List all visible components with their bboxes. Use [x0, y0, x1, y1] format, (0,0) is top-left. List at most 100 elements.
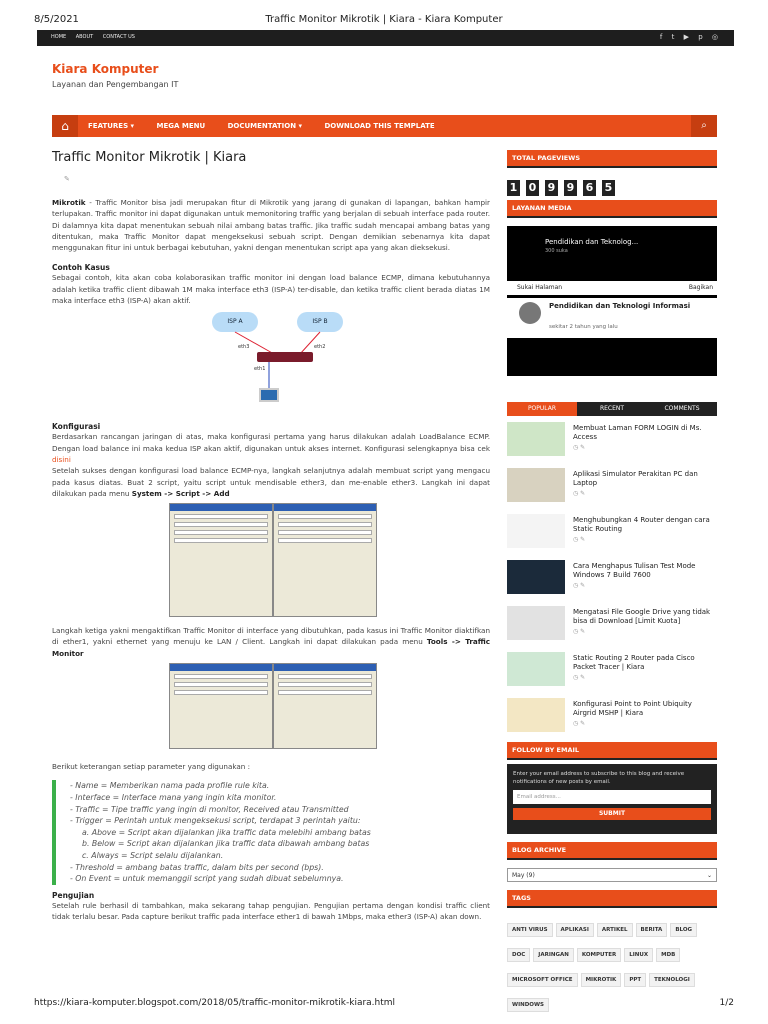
twitter-icon[interactable]: t [671, 33, 675, 41]
clock-icon: ◷ ✎ [573, 582, 586, 589]
post-thumbnail[interactable] [507, 560, 565, 594]
tag[interactable]: DOC [507, 948, 531, 962]
tab-recent[interactable]: RECENT [577, 402, 647, 416]
tag[interactable]: WINDOWS [507, 998, 549, 1012]
comment-icon[interactable]: ✎ [64, 175, 70, 183]
tag[interactable]: JARINGAN [533, 948, 574, 962]
site-tagline: Layanan dan Pengembangan IT [52, 80, 179, 89]
isp-b-cloud: ISP B [297, 312, 343, 333]
tab-popular[interactable]: POPULAR [507, 402, 577, 416]
post-thumbnail[interactable] [507, 422, 565, 456]
isp-a-cloud: ISP A [212, 312, 258, 333]
popular-post[interactable]: Menghubungkan 4 Router dengan cara Stati… [507, 514, 717, 554]
like-page-button[interactable]: Sukai Halaman [517, 284, 563, 291]
popular-post[interactable]: Konfigurasi Point to Point Ubiquity Airg… [507, 698, 717, 738]
follow-title: FOLLOW BY EMAIL [507, 742, 717, 760]
channel-name[interactable]: Pendidikan dan Teknolog... [545, 238, 639, 246]
quote-line-1: - Name = Memberikan nama pada profile ru… [70, 781, 270, 791]
konfig-text: Berdasarkan rancangan jaringan di atas, … [52, 432, 490, 453]
eth2-label: eth2 [314, 344, 326, 351]
quote-line-6: - On Event = untuk memanggil script yang… [70, 874, 344, 884]
network-diagram: ISP A ISP B eth3 eth2 eth1 [52, 312, 490, 412]
parameter-quote: - Name = Memberikan nama pada profile ru… [52, 780, 490, 885]
archive-select[interactable]: May (9) ⌄ [507, 868, 717, 882]
card-title[interactable]: Pendidikan dan Teknologi Informasi [549, 302, 691, 310]
popular-post-title[interactable]: Konfigurasi Point to Point Ubiquity Airg… [573, 700, 692, 717]
konfig-heading: Konfigurasi [52, 422, 101, 432]
tag[interactable]: MDB [656, 948, 681, 962]
quote-sub-1: a. Above = Script akan dijalankan jika t… [82, 827, 371, 837]
share-button[interactable]: Bagikan [688, 284, 713, 291]
search-icon[interactable]: ⌕ [691, 115, 717, 137]
nav-features[interactable]: FEATURES ▾ [88, 122, 135, 130]
pinterest-icon[interactable]: p [698, 33, 703, 41]
tag[interactable]: BLOG [670, 923, 698, 937]
tag[interactable]: LINUX [624, 948, 654, 962]
post-thumbnail[interactable] [507, 514, 565, 548]
print-header: 8/5/2021 Traffic Monitor Mikrotik | Kiar… [0, 0, 768, 30]
tag[interactable]: MIKROTIK [580, 973, 622, 987]
post-thumbnail[interactable] [507, 606, 565, 640]
nav-download[interactable]: DOWNLOAD THIS TEMPLATE [324, 122, 435, 130]
youtube-icon[interactable]: ▶ [683, 33, 689, 41]
tag[interactable]: KOMPUTER [576, 948, 622, 962]
print-url: https://kiara-komputer.blogspot.com/2018… [34, 998, 396, 1008]
popular-post[interactable]: Membuat Laman FORM LOGIN di Ms. Access◷ … [507, 422, 717, 462]
popular-post-title[interactable]: Static Routing 2 Router pada Cisco Packe… [573, 654, 695, 671]
tag[interactable]: ARTIKEL [596, 923, 633, 937]
eth1-label: eth1 [254, 366, 266, 373]
post-thumbnail[interactable] [507, 698, 565, 732]
popular-post[interactable]: Aplikasi Simulator Perakitan PC dan Lapt… [507, 468, 717, 508]
post-body: Traffic Monitor Mikrotik | Kiara ✎ Mikro… [52, 150, 490, 922]
top-link-contact[interactable]: CONTACT US [102, 34, 135, 40]
nav-documentation[interactable]: DOCUMENTATION ▾ [227, 122, 303, 130]
top-link-home[interactable]: HOME [51, 34, 67, 40]
popular-post-title[interactable]: Menghubungkan 4 Router dengan cara Stati… [573, 516, 710, 533]
quote-line-4: - Trigger = Perintah untuk mengeksekusi … [70, 816, 361, 826]
quote-line-3: - Traffic = Tipe traffic yang ingin di m… [70, 804, 349, 814]
instagram-icon[interactable]: ◎ [711, 33, 718, 41]
home-icon[interactable]: ⌂ [52, 115, 78, 137]
laptop-icon [259, 388, 279, 403]
submit-button[interactable]: SUBMIT [513, 808, 711, 820]
popular-post-title[interactable]: Cara Menghapus Tulisan Test Mode Windows… [573, 562, 696, 579]
tag[interactable]: PPT [624, 973, 647, 987]
popular-post-title[interactable]: Aplikasi Simulator Perakitan PC dan Lapt… [573, 470, 698, 487]
quote-line-2: - Interface = Interface mana yang ingin … [70, 792, 277, 802]
email-field[interactable]: Email address... [513, 790, 711, 804]
pengujian-paragraph: Setelah rule berhasil di tambahkan, maka… [52, 900, 490, 921]
clock-icon: ◷ ✎ [573, 536, 586, 543]
popular-post[interactable]: Cara Menghapus Tulisan Test Mode Windows… [507, 560, 717, 600]
disini-link[interactable]: disini [52, 454, 71, 464]
konfig2-text: Setelah sukses dengan konfigurasi load b… [52, 466, 490, 498]
media-title: LAYANAN MEDIA [507, 200, 717, 218]
traffic-monitor-screenshot [52, 663, 490, 755]
post-thumbnail[interactable] [507, 468, 565, 502]
site-name[interactable]: Kiara Komputer [52, 62, 159, 76]
tag[interactable]: ANTI VIRUS [507, 923, 553, 937]
konfig-paragraph: Berdasarkan rancangan jaringan di atas, … [52, 431, 490, 465]
router-icon [257, 352, 313, 363]
eth3-label: eth3 [238, 344, 250, 351]
quote-line-5: - Threshold = ambang batas traffic, dala… [70, 862, 324, 872]
popular-post-title[interactable]: Membuat Laman FORM LOGIN di Ms. Access [573, 424, 702, 441]
popular-post[interactable]: Mengatasi File Google Drive yang tidak b… [507, 606, 717, 646]
top-link-about[interactable]: ABOUT [75, 34, 94, 40]
popular-post-title[interactable]: Mengatasi File Google Drive yang tidak b… [573, 608, 711, 625]
intro-paragraph: Mikrotik - Traffic Monitor bisa jadi mer… [52, 197, 490, 253]
facebook-icon[interactable]: f [659, 33, 663, 41]
tag[interactable]: TEKNOLOGI [649, 973, 695, 987]
tab-comments[interactable]: COMMENTS [647, 402, 717, 416]
contoh-paragraph: Sebagai contoh, kita akan coba kolaboras… [52, 273, 490, 306]
nav-mega-menu[interactable]: MEGA MENU [156, 122, 206, 130]
popular-post[interactable]: Static Routing 2 Router pada Cisco Packe… [507, 652, 717, 692]
tag[interactable]: APLIKASI [555, 923, 594, 937]
quote-sub-2: b. Below = Script akan dijalankan jika t… [82, 839, 370, 849]
archive-value: May (9) [512, 872, 535, 879]
tag[interactable]: BERITA [635, 923, 668, 937]
tag[interactable]: MICROSOFT OFFICE [507, 973, 578, 987]
post-thumbnail[interactable] [507, 652, 565, 686]
quote-sub-3: c. Always = Script selalu dijalankan. [82, 850, 224, 860]
